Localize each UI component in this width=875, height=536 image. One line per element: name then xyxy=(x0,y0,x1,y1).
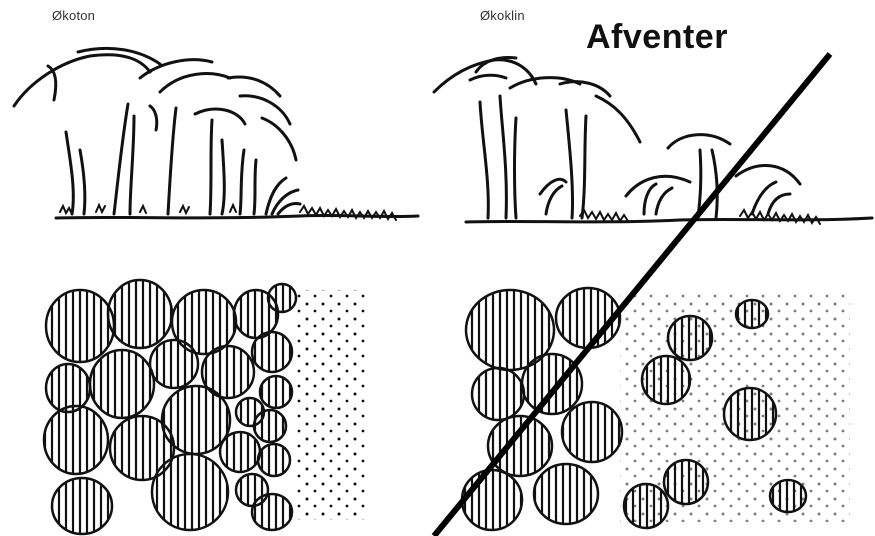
okoklin-plan-sketch xyxy=(462,288,850,530)
okoklin-label: Økoklin xyxy=(480,8,525,23)
pending-status-label: Afventer xyxy=(586,18,728,57)
okoton-profile-sketch xyxy=(14,48,418,220)
okoton-label: Økoton xyxy=(52,8,95,23)
okoton-plan-sketch xyxy=(44,280,366,534)
